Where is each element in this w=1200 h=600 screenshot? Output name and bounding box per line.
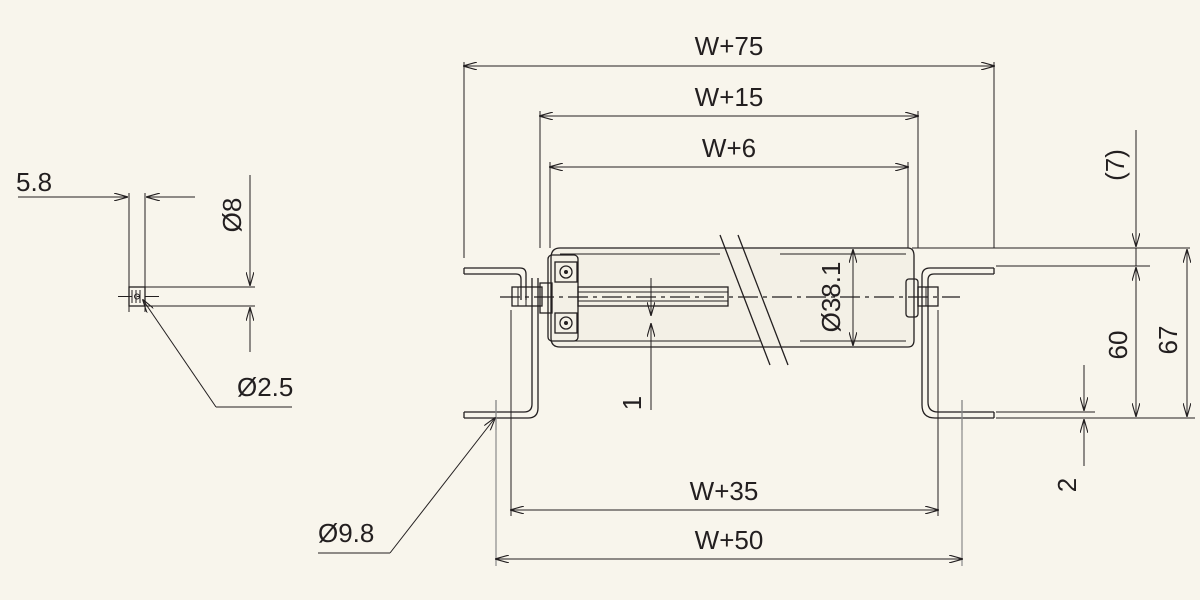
bearing-left — [539, 254, 579, 342]
left-bracket — [463, 267, 539, 430]
dimension-w15: W+15 — [540, 82, 918, 116]
dimension-1: 1 — [617, 278, 651, 410]
main-extension-lines — [463, 62, 1195, 566]
dimension-67: 67 — [1153, 250, 1187, 416]
dimension-d8: Ø8 — [217, 175, 250, 352]
shaft-end-detail: 5.8 Ø8 Ø2.5 — [16, 167, 293, 408]
dimension-7: (7) — [1100, 130, 1136, 266]
dim-67-label: 67 — [1153, 326, 1183, 355]
dim-w15-label: W+15 — [695, 82, 764, 112]
dimension-5-8: 5.8 — [16, 167, 195, 197]
right-bracket — [921, 267, 995, 430]
dimension-w50: W+50 — [496, 525, 962, 559]
dim-w75-label: W+75 — [695, 31, 764, 61]
dim-d9-8-label: Ø9.8 — [318, 518, 374, 548]
dim-d8-label: Ø8 — [217, 198, 247, 233]
dim-d38-1-label: Ø38.1 — [816, 262, 846, 333]
roller-tube — [550, 234, 915, 366]
main-assembly-view: W+75 W+15 W+6 W+35 W+50 Ø38.1 1 — [318, 31, 1195, 566]
dim-w50-label: W+50 — [695, 525, 764, 555]
dimension-2: 2 — [1052, 365, 1084, 492]
leader-d2-5: Ø2.5 — [143, 300, 293, 408]
dim-1-label: 1 — [617, 396, 647, 410]
dim-2-label: 2 — [1052, 478, 1082, 492]
leader-d9-8: Ø9.8 — [318, 418, 495, 554]
dimension-w6: W+6 — [550, 133, 908, 167]
dim-d2-5-label: Ø2.5 — [237, 372, 293, 402]
dim-7-label: (7) — [1100, 149, 1130, 181]
dimension-d38-1: Ø38.1 — [816, 250, 853, 345]
shaft-end-view — [118, 286, 160, 307]
dimension-w75: W+75 — [464, 31, 994, 66]
dimension-60: 60 — [1103, 268, 1136, 416]
dim-5-8-label: 5.8 — [16, 167, 52, 197]
dim-w35-label: W+35 — [690, 476, 759, 506]
dimension-w35: W+35 — [511, 476, 938, 510]
dim-w6-label: W+6 — [702, 133, 756, 163]
dim-60-label: 60 — [1103, 331, 1133, 360]
